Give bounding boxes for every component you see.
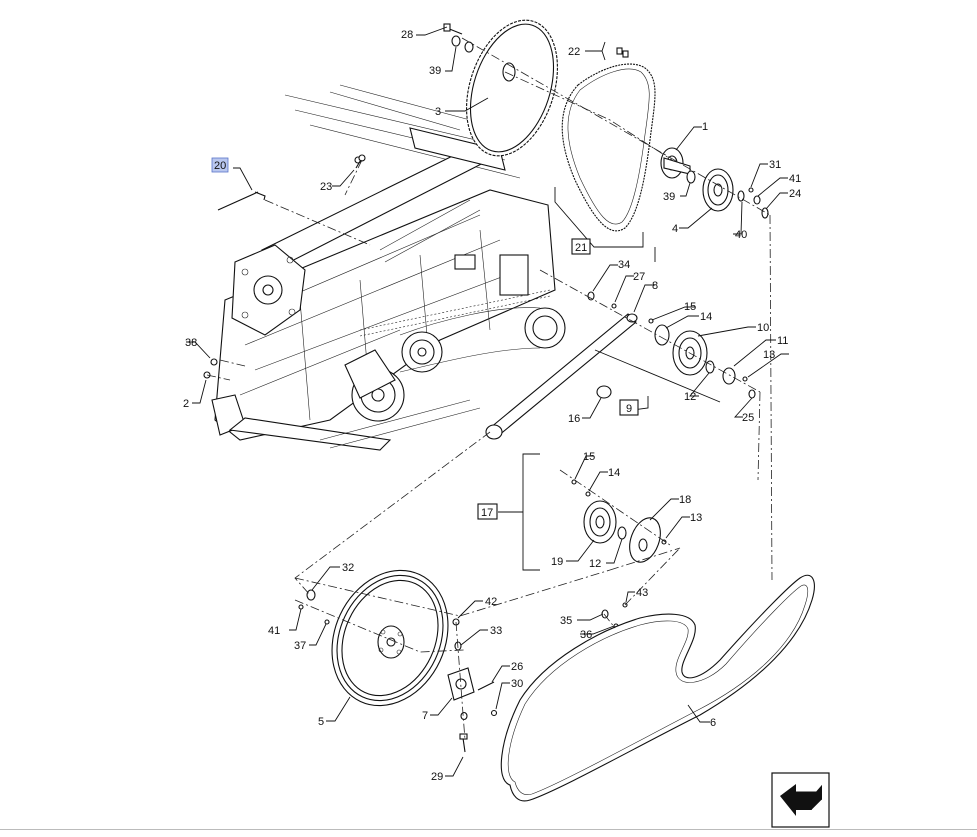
callout-20: 20 [214, 160, 226, 172]
washer-39-top-b [464, 41, 474, 53]
callout-6: 6 [710, 717, 716, 729]
callout-17: 17 [481, 507, 493, 519]
pulley-4 [702, 168, 734, 212]
screw-13b [661, 539, 667, 545]
callout-3: 3 [435, 106, 441, 118]
shaft-8 [485, 313, 638, 440]
callout-8: 8 [652, 280, 658, 292]
callout-33: 33 [490, 625, 502, 637]
washer-39-top [451, 35, 461, 47]
callout-42: 42 [485, 596, 497, 608]
nut-30 [490, 709, 498, 717]
flange-11 [722, 367, 736, 385]
screw-13a [742, 376, 748, 382]
bolt-23 [355, 154, 366, 169]
callout-18: 18 [679, 494, 691, 506]
callout-19: 19 [551, 556, 563, 568]
chain-21 [561, 63, 656, 232]
bolt-26 [477, 681, 495, 691]
callout-31: 31 [769, 159, 781, 171]
callout-box-17 [477, 503, 498, 520]
callout-labels: 28 39 3 22 1 39 31 41 24 4 40 20 23 21 3… [183, 29, 801, 783]
arrow-back-icon[interactable] [771, 772, 830, 828]
callout-24: 24 [789, 188, 801, 200]
callout-37: 37 [294, 640, 306, 652]
tensioner-7 [447, 667, 475, 701]
assembly-centerlines [206, 37, 773, 741]
machine-frame [211, 84, 566, 451]
callout-4: 4 [672, 223, 678, 235]
belt-6 [500, 574, 815, 802]
hub-1 [660, 147, 691, 179]
callout-26: 26 [511, 661, 523, 673]
callout-13: 13 [763, 349, 775, 361]
callout-29: 29 [431, 771, 443, 783]
bearing-12a [705, 360, 715, 374]
callout-13-lower: 13 [690, 512, 702, 524]
bolt-28 [443, 23, 463, 35]
callout-15-lower: 15 [583, 451, 595, 463]
callout-2: 2 [183, 398, 189, 410]
washer-37 [324, 619, 330, 625]
callout-7: 7 [422, 710, 428, 722]
bearing-12b [617, 526, 627, 540]
callout-38: 38 [185, 337, 197, 349]
callout-41-lower: 41 [268, 625, 280, 637]
bolt-29 [459, 733, 468, 753]
flange-18 [629, 517, 661, 563]
callout-5: 5 [318, 716, 324, 728]
callout-28: 28 [401, 29, 413, 41]
callout-40: 40 [735, 229, 747, 241]
callout-22: 22 [568, 46, 580, 58]
washer-40 [737, 190, 745, 202]
callout-25: 25 [742, 412, 754, 424]
callout-16: 16 [568, 413, 580, 425]
pin-20 [217, 191, 266, 211]
page-bottom-rule [0, 829, 977, 830]
callout-21: 21 [575, 242, 587, 254]
callout-highlight-20 [211, 157, 229, 173]
washer-7b [460, 711, 468, 721]
sprocket-3 [466, 19, 558, 157]
pulley-19 [583, 500, 617, 544]
callout-box-9 [619, 399, 639, 416]
callout-32: 32 [342, 562, 354, 574]
callout-36: 36 [580, 629, 592, 641]
bushing-25 [748, 389, 756, 399]
callout-12: 12 [684, 391, 696, 403]
washer-14b [585, 491, 591, 497]
callout-30: 30 [511, 678, 523, 690]
callout-39: 39 [429, 65, 441, 77]
callout-43: 43 [636, 587, 648, 599]
callout-35: 35 [560, 615, 572, 627]
callout-15: 15 [684, 301, 696, 313]
bushing-16 [596, 385, 612, 399]
callout-11: 11 [777, 335, 788, 347]
washer-32 [306, 589, 316, 601]
callout-27: 27 [633, 271, 645, 283]
bolt-27 [611, 303, 617, 309]
master-link-22 [616, 47, 629, 58]
callout-34: 34 [618, 259, 630, 271]
callout-14: 14 [700, 311, 712, 323]
bolt-31 [748, 187, 754, 193]
bolt-38 [210, 358, 218, 366]
callout-9: 9 [626, 403, 632, 415]
callout-39-right: 39 [663, 191, 675, 203]
pulley-5 [331, 569, 449, 707]
callout-10: 10 [757, 322, 769, 334]
washer-39-right [686, 170, 696, 184]
callout-12-lower: 12 [589, 558, 601, 570]
nut-41-bottom [298, 604, 304, 610]
bushing-34 [587, 291, 595, 301]
callout-23: 23 [320, 181, 332, 193]
bushing-24 [761, 207, 769, 219]
leader-lines [186, 26, 789, 777]
callout-41: 41 [789, 173, 801, 185]
nut-41-top [753, 195, 761, 205]
callout-1: 1 [702, 121, 708, 133]
callout-box-21 [571, 238, 591, 255]
callout-14-lower: 14 [608, 467, 620, 479]
